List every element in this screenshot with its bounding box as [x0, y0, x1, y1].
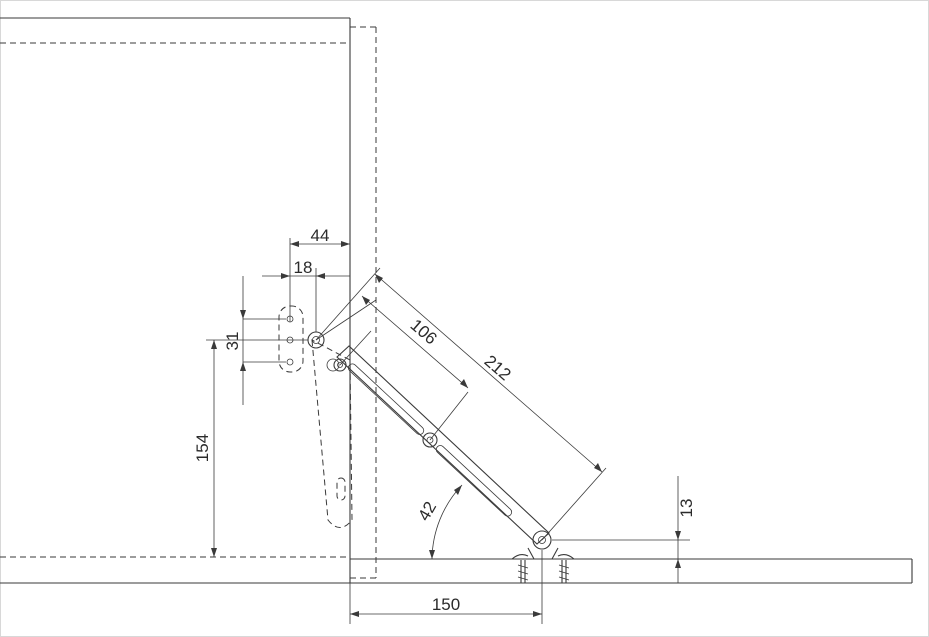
dimension-31: [240, 276, 286, 405]
label-106: 106: [407, 315, 441, 348]
lid-outline-dashed: [350, 26, 377, 579]
label-18: 18: [294, 258, 313, 277]
dimension-44: [289, 238, 350, 322]
cabinet-side-panel: [0, 17, 351, 583]
dimension-106: [339, 295, 469, 441]
dimension-18: [262, 268, 350, 332]
label-31: 31: [223, 332, 242, 351]
dimension-150: [349, 550, 543, 624]
label-154: 154: [193, 434, 212, 462]
label-44: 44: [311, 226, 330, 245]
bottom-board: [0, 558, 913, 584]
label-13: 13: [677, 499, 696, 518]
label-42: 42: [414, 498, 440, 524]
label-150: 150: [432, 595, 460, 614]
dimension-154: [206, 339, 308, 557]
floor-bracket: [511, 547, 575, 583]
stay-arm: [333, 345, 552, 550]
folded-stay-dashed: [311, 339, 353, 528]
dimension-13: [552, 476, 690, 583]
label-212: 212: [481, 351, 515, 384]
dimension-212: [315, 267, 607, 541]
angle-42: [429, 484, 542, 560]
top-pivot: [307, 299, 377, 349]
